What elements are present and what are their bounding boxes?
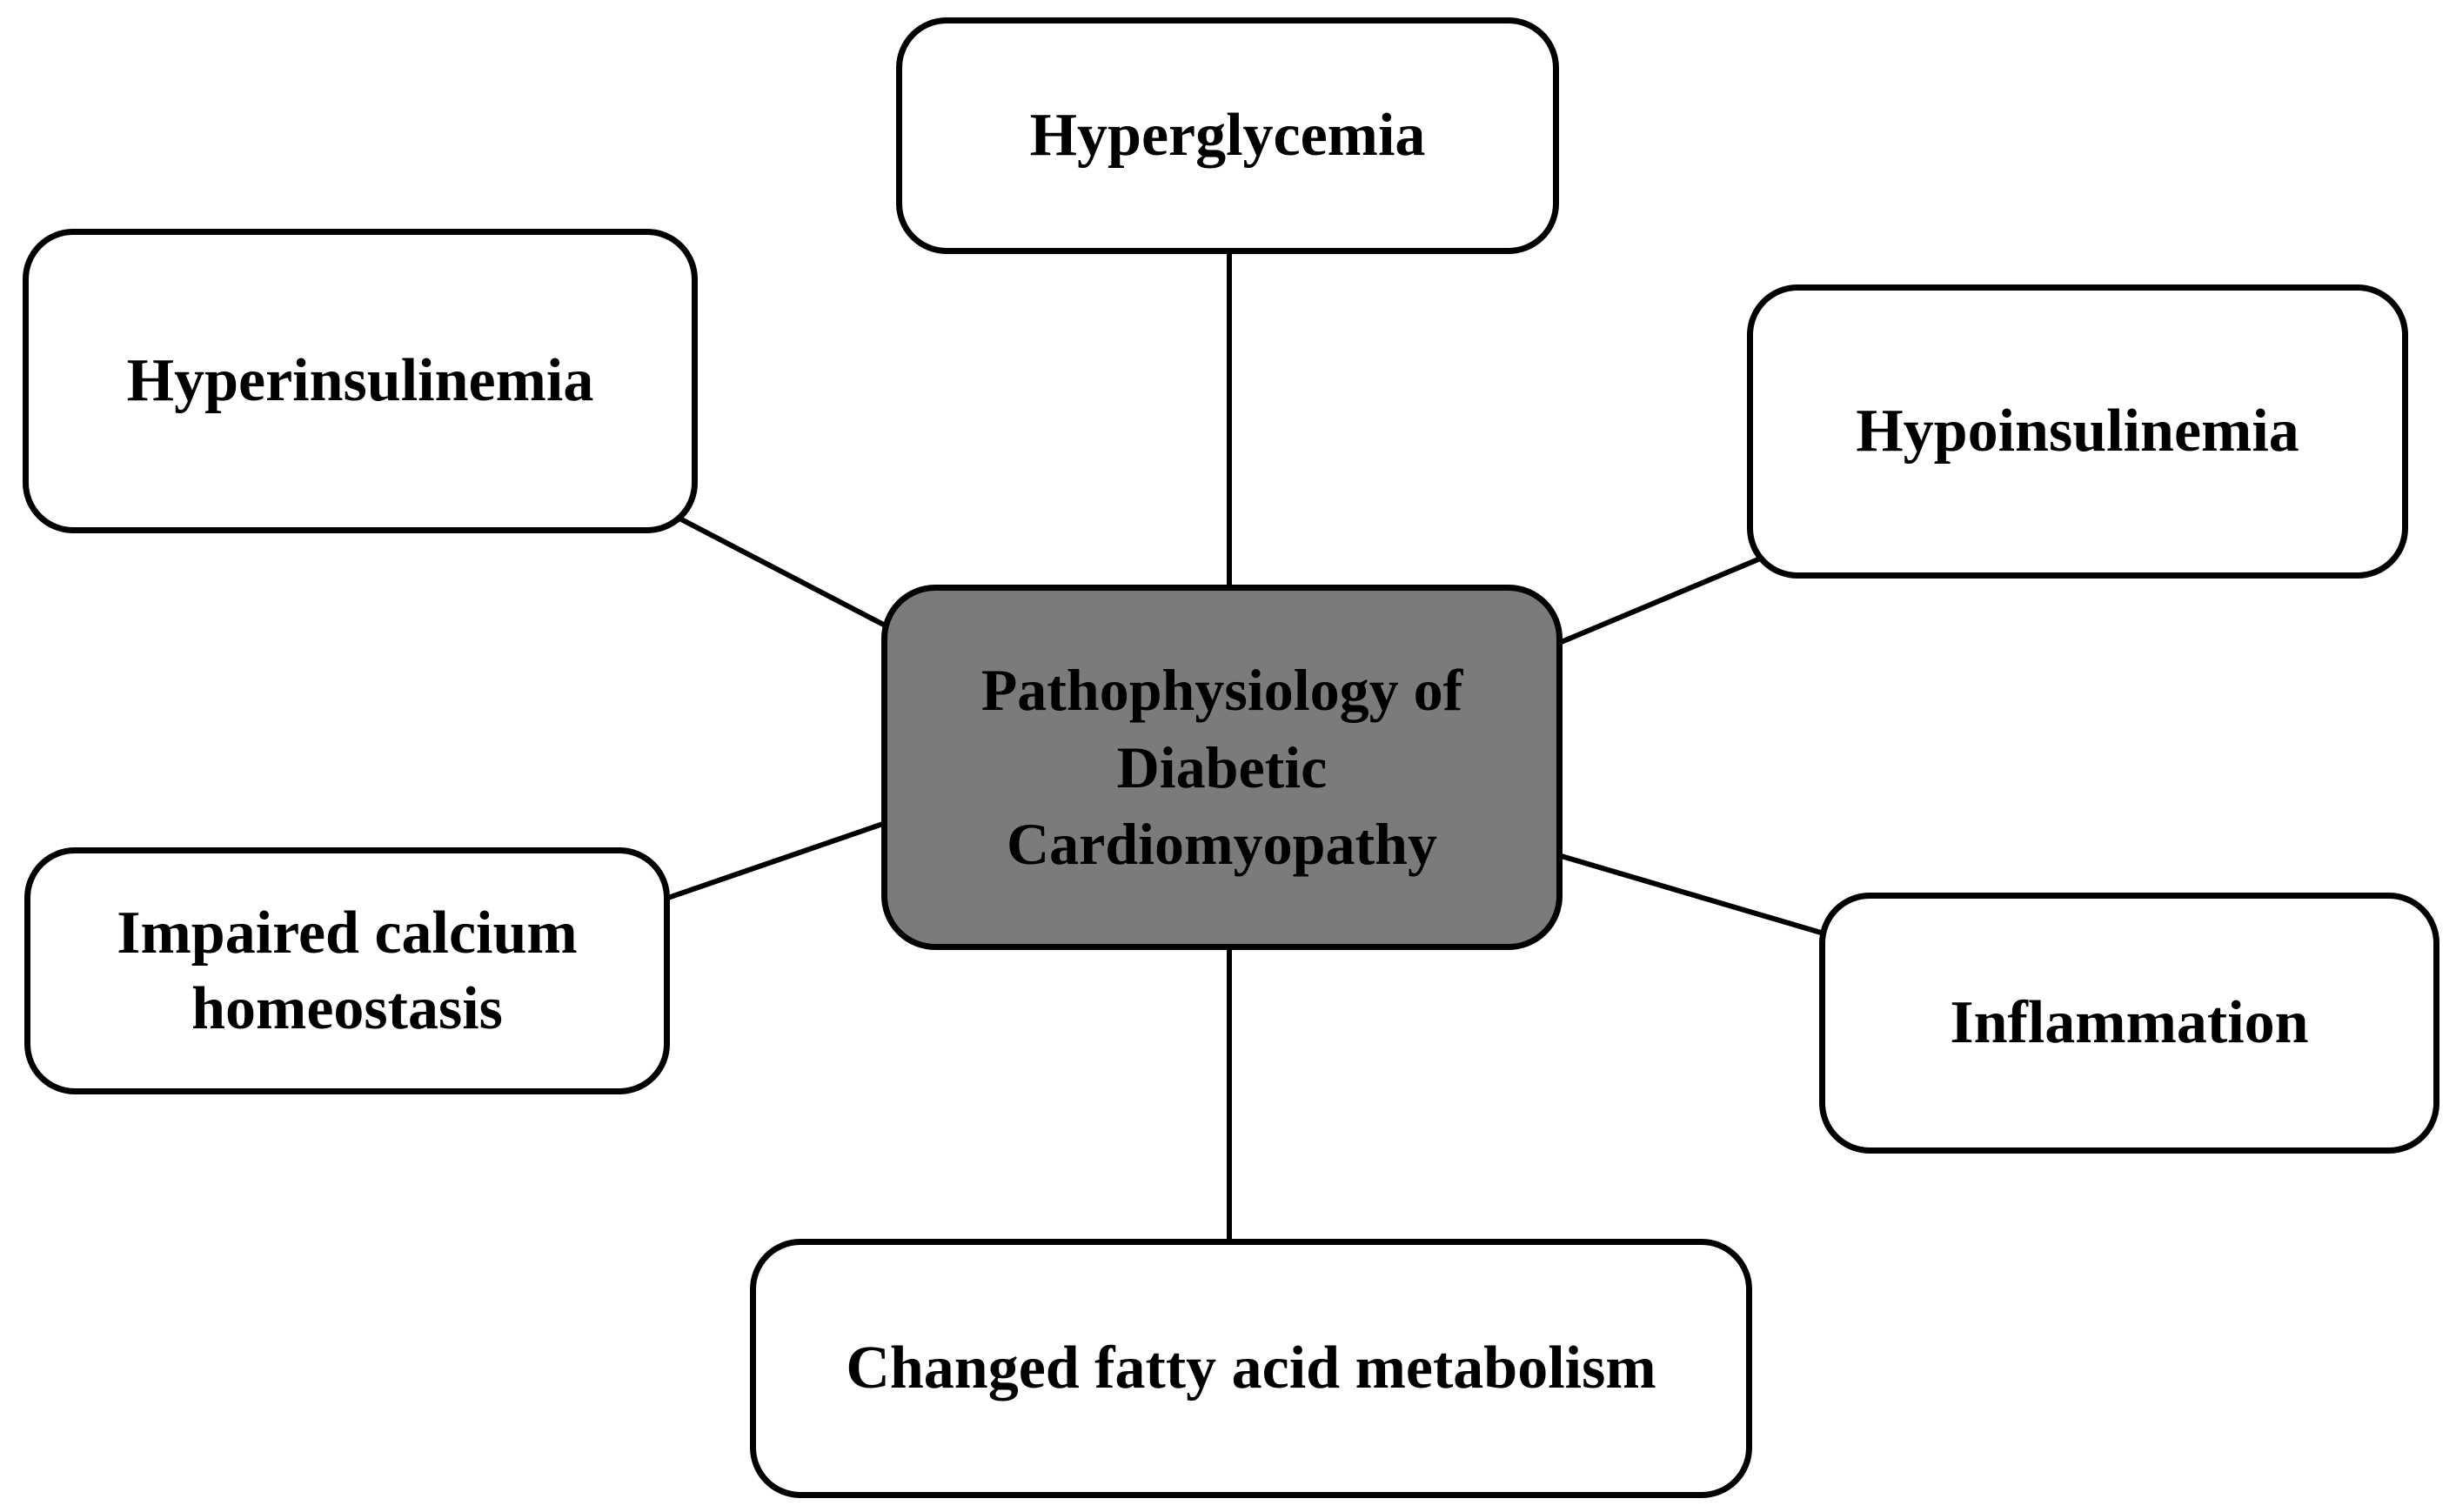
node-label: Changed fatty acid metabolism bbox=[846, 1335, 1656, 1402]
node-hyperinsulinemia: Hyperinsulinemia bbox=[23, 229, 698, 533]
node-label: Hyperglycemia bbox=[1029, 102, 1426, 170]
node-hyperglycemia: Hyperglycemia bbox=[896, 17, 1559, 254]
node-label: Hyperinsulinemia bbox=[126, 347, 594, 415]
node-label: Impaired calcium homeostasis bbox=[117, 899, 578, 1043]
node-label: Inflammation bbox=[1950, 989, 2309, 1057]
node-hypoinsulinemia: Hypoinsulinemia bbox=[1747, 284, 2408, 579]
node-label-line: Pathophysiology of bbox=[980, 657, 1463, 724]
node-center-pathophysiology: Pathophysiology of Diabetic Cardiomyopat… bbox=[881, 585, 1563, 950]
node-impaired-calcium-homeostasis: Impaired calcium homeostasis bbox=[24, 847, 670, 1094]
node-inflammation: Inflammation bbox=[1819, 893, 2439, 1154]
node-label: Hypoinsulinemia bbox=[1856, 398, 2299, 465]
node-changed-fatty-acid-metabolism: Changed fatty acid metabolism bbox=[750, 1239, 1752, 1498]
node-label-line: Diabetic bbox=[1116, 733, 1328, 800]
node-label-line: Cardiomyopathy bbox=[1007, 811, 1437, 878]
